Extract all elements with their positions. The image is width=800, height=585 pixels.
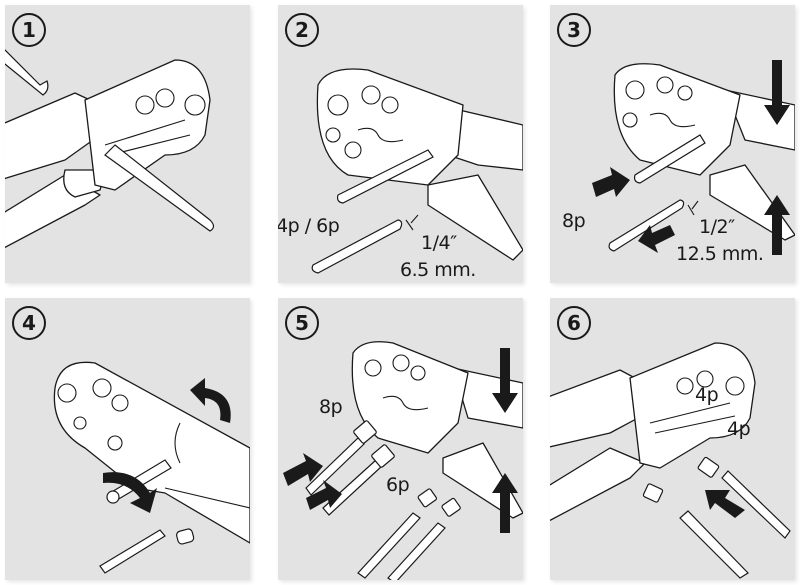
push-arrow-icon [306, 480, 342, 510]
tool-handle-lower [550, 447, 646, 522]
die-hole [381, 96, 399, 114]
step-number-badge: 2 [285, 13, 319, 47]
tool-head [613, 63, 741, 176]
die-hole [111, 394, 129, 412]
tool-handle-upper [5, 92, 94, 180]
step-6-panel: 6 4p 4p [550, 298, 795, 580]
die-hole [73, 416, 87, 430]
step-6-illustration [550, 342, 791, 579]
tool-head [316, 68, 464, 186]
crimp-die [357, 127, 404, 143]
squeeze-down-arrow-icon [764, 60, 790, 125]
dimension-marker [687, 200, 699, 216]
strip-length-inch: 1/2″ [699, 216, 735, 238]
step-2-panel: 2 4p / 6p 1/4″ 6.5 mm. [278, 5, 523, 283]
tool-head [629, 342, 756, 469]
die-hole [135, 95, 155, 115]
die-hole [107, 435, 123, 451]
die-hole [622, 112, 638, 128]
die-hole [410, 365, 426, 381]
dimension-marker [405, 214, 419, 231]
step-number-badge: 1 [12, 13, 46, 47]
die-hole [57, 383, 77, 403]
removed-jacket [176, 528, 195, 545]
cable-8p-a [305, 437, 365, 496]
die-hole [676, 377, 694, 395]
connector-4p-label-b: 4p [727, 418, 751, 440]
step-2-illustration [311, 68, 523, 274]
push-arrow-icon [705, 490, 745, 518]
step-4-panel: 4 [5, 298, 250, 580]
tool-handle-lower [427, 174, 523, 261]
cable-with-connector [721, 470, 791, 539]
squeeze-up-arrow-icon [492, 473, 518, 533]
rotate-down-arrow-icon [103, 472, 157, 513]
step-3-panel: 3 8p 1/2″ 12.5 mm. [550, 5, 795, 283]
connector-type-label: 4p / 6p [278, 215, 340, 237]
squeeze-down-arrow-icon [492, 348, 518, 413]
cable-end [106, 490, 120, 504]
step-number-badge: 5 [285, 306, 319, 340]
step-4-illustration [53, 361, 250, 574]
step-5-panel: 5 8p 6p [278, 298, 523, 580]
pull-arrow-icon [638, 225, 675, 253]
stripped-cable [311, 219, 403, 274]
die-hole [327, 94, 349, 116]
cable [679, 510, 749, 579]
connector-type-label: 8p [562, 210, 586, 232]
connector-8p-b [371, 444, 395, 468]
stripped-cable [608, 199, 685, 252]
step-1-illustration [5, 49, 215, 249]
die-hole [677, 85, 693, 101]
cable [633, 134, 706, 184]
step-number-badge: 3 [557, 13, 591, 47]
handle-edge [164, 422, 250, 509]
crimp-die [649, 112, 696, 128]
cable [104, 144, 215, 232]
strip-length-inch: 1/4″ [421, 232, 457, 254]
cable-6p-a [357, 512, 421, 579]
die-hole [361, 85, 381, 105]
die-hole [92, 378, 112, 398]
squeeze-up-arrow-icon [764, 195, 790, 255]
die-hole [725, 376, 745, 396]
connector-4p-loose [642, 483, 664, 503]
crimp-die [649, 402, 736, 434]
strip-length-mm: 12.5 mm. [676, 243, 764, 265]
die-hole [656, 76, 674, 94]
tool-handle-upper [550, 369, 639, 448]
connector-4p-label-a: 4p [695, 384, 719, 406]
connector-6p-label: 6p [386, 474, 410, 496]
die-hole [392, 354, 410, 372]
die-hole [625, 80, 645, 100]
connector-6p-b [441, 497, 461, 517]
step-3-illustration [592, 60, 795, 255]
die-hole [155, 88, 175, 108]
push-arrow-icon [592, 167, 630, 197]
connector-8p-label: 8p [319, 396, 343, 418]
die-hole [696, 370, 714, 388]
connector-8p-a [353, 420, 377, 444]
stripped-cable [99, 529, 166, 574]
tool-head [53, 361, 250, 544]
die-hole [184, 94, 206, 116]
crimp-die [382, 395, 429, 411]
step-5-illustration [283, 341, 523, 580]
die-hole [364, 359, 382, 377]
die-hole [344, 141, 362, 159]
step-number-badge: 4 [12, 306, 46, 340]
strip-length-mm: 6.5 mm. [400, 259, 476, 281]
step-number-badge: 6 [557, 306, 591, 340]
push-arrow-icon [283, 453, 323, 486]
connector-6p-a [417, 488, 437, 508]
rotate-up-arrow-icon [190, 378, 231, 423]
cable [336, 149, 434, 204]
cable-end [5, 49, 49, 96]
die-hole [325, 127, 341, 143]
step-1-panel: 1 [5, 5, 250, 283]
cable-6p-b [387, 522, 446, 580]
connector-4p-attached [697, 456, 720, 478]
